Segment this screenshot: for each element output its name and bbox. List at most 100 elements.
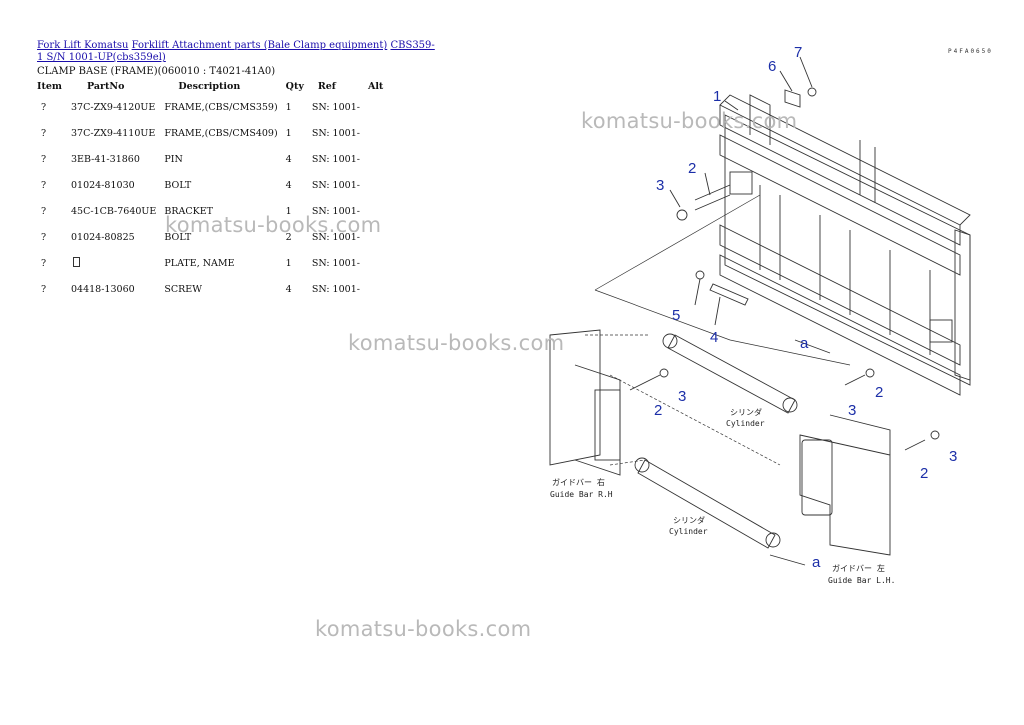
cell-ref: SN: 1001-	[311, 283, 360, 295]
cylinder-lower-eye	[634, 457, 650, 473]
callout-3-lower: 3	[949, 448, 957, 465]
bolt-right-mid	[865, 368, 875, 378]
pin-right-mid	[844, 374, 866, 386]
frame-beam-4	[719, 254, 961, 396]
label-guide-rh-en: Guide Bar R.H	[550, 490, 613, 499]
frame-upper-hook	[749, 94, 771, 145]
table-row: ? 37C-ZX9-4110UE FRAME,(CBS/CMS409) 1 SN…	[33, 120, 387, 146]
cell-qty: 1	[285, 257, 292, 269]
bolt-left-mid	[659, 368, 669, 378]
table-header-row: Item PartNo Description Qty Ref Alt	[33, 78, 387, 94]
cylinder-lower	[637, 459, 776, 549]
breadcrumb-link-model[interactable]: CBS359-1 S/N 1001-UP(cbs359el)	[37, 40, 435, 63]
callout-3: 3	[656, 177, 664, 194]
frame-upper-post	[859, 140, 876, 203]
callout-5: 5	[672, 307, 680, 324]
pin-left-mid	[629, 374, 661, 391]
callout-2-lower: 2	[920, 465, 928, 482]
cell-desc: BOLT	[164, 179, 192, 191]
guide-bar-lh	[799, 434, 891, 556]
cell-part: 3EB-41-31860	[71, 153, 140, 165]
table-row: ? PLATE, NAME 1 SN: 1001-	[33, 250, 387, 276]
label-cylinder-lower-jp: シリンダ	[673, 515, 705, 525]
cell-item: ?	[41, 283, 47, 295]
cylinder-upper-eye	[662, 333, 678, 349]
watermark: komatsu-books.com	[348, 331, 565, 355]
guide-bar-lh-pad	[801, 439, 833, 516]
table-row: ? 37C-ZX9-4120UE FRAME,(CBS/CMS359) 1 SN…	[33, 94, 387, 120]
cell-qty: 4	[285, 283, 292, 295]
leader-3-upper	[669, 189, 681, 208]
breadcrumb: Fork Lift Komatsu Forklift Attachment pa…	[37, 40, 437, 64]
screw	[807, 87, 817, 97]
cell-desc: BRACKET	[164, 205, 214, 217]
cylinder-upper-rod-eye	[782, 397, 798, 413]
parts-table: Item PartNo Description Qty Ref Alt ? 37…	[33, 78, 387, 302]
guide-bar-rh	[549, 329, 601, 466]
leader-5	[694, 278, 701, 306]
header-ref: Ref	[317, 80, 336, 92]
callout-7: 7	[794, 44, 802, 61]
cell-item: ?	[41, 127, 47, 139]
callout-3-right: 3	[848, 402, 856, 419]
frame-left-bracket	[729, 171, 753, 195]
cell-part	[67, 250, 160, 276]
cell-desc: PIN	[164, 153, 183, 165]
missing-glyph-box	[73, 256, 80, 267]
bolt-bracket	[695, 270, 705, 280]
label-cylinder-upper-jp: シリンダ	[730, 407, 762, 417]
cylinder-lower-rod-eye	[765, 532, 781, 548]
cell-part: 37C-ZX9-4120UE	[71, 101, 156, 113]
cell-item: ?	[41, 179, 47, 191]
table-row: ? 01024-81030 BOLT 4 SN: 1001-	[33, 172, 387, 198]
callout-2-left: 2	[654, 402, 662, 419]
ref-arrow-a-lower	[769, 554, 806, 566]
frame-end-plate	[954, 229, 971, 381]
cell-desc: PLATE, NAME	[164, 257, 235, 269]
header-description: Description	[178, 80, 241, 92]
cell-part: 01024-80825	[71, 231, 135, 243]
cell-qty: 1	[285, 205, 292, 217]
pin-right-low	[904, 439, 926, 451]
cell-ref: SN: 1001-	[311, 231, 360, 243]
header-item: Item	[37, 80, 62, 92]
frame-beam-2	[719, 134, 961, 276]
callout-a-upper: a	[800, 335, 809, 352]
table-row: ? 3EB-41-31860 PIN 4 SN: 1001-	[33, 146, 387, 172]
cell-ref: SN: 1001-	[311, 257, 360, 269]
cell-ref: SN: 1001-	[311, 205, 360, 217]
guide-bar-lh-top	[829, 414, 891, 455]
callout-2: 2	[688, 160, 696, 177]
cell-desc: SCREW	[164, 283, 203, 295]
callout-2-right: 2	[875, 384, 883, 401]
cell-item: ?	[41, 101, 47, 113]
cell-part: 45C-1CB-7640UE	[71, 205, 157, 217]
guide-lines-lower	[585, 334, 781, 466]
breadcrumb-link-forklift[interactable]: Fork Lift Komatsu	[37, 40, 129, 51]
callout-3-left: 3	[678, 388, 686, 405]
cell-alt	[364, 172, 387, 198]
cylinder-upper	[667, 334, 796, 414]
label-guide-lh-en: Guide Bar L.H.	[828, 576, 895, 585]
cell-item: ?	[41, 231, 47, 243]
cell-ref: SN: 1001-	[311, 127, 360, 139]
frame-beam-3	[719, 224, 961, 366]
leader-6	[779, 70, 793, 92]
table-row: ? 01024-80825 BOLT 2 SN: 1001-	[33, 224, 387, 250]
breadcrumb-link-attachment[interactable]: Forklift Attachment parts (Bale Clamp eq…	[131, 40, 388, 51]
drawing-code: P4FA0650	[948, 48, 993, 55]
watermark: komatsu-books.com	[165, 213, 382, 237]
leader-4	[714, 296, 721, 326]
cell-part: 37C-ZX9-4110UE	[71, 127, 156, 139]
bolt-right-low	[930, 430, 940, 440]
cell-qty: 4	[285, 179, 292, 191]
frame-vertical-posts	[759, 185, 931, 355]
ref-arrow-a-upper	[794, 339, 831, 354]
cell-alt	[364, 276, 387, 302]
guide-lines-upper	[594, 194, 851, 366]
header-alt: Alt	[367, 80, 384, 92]
cell-item: ?	[41, 205, 47, 217]
cell-alt	[364, 146, 387, 172]
cell-desc: FRAME,(CBS/CMS409)	[164, 127, 278, 139]
cell-part: 04418-13060	[71, 283, 135, 295]
